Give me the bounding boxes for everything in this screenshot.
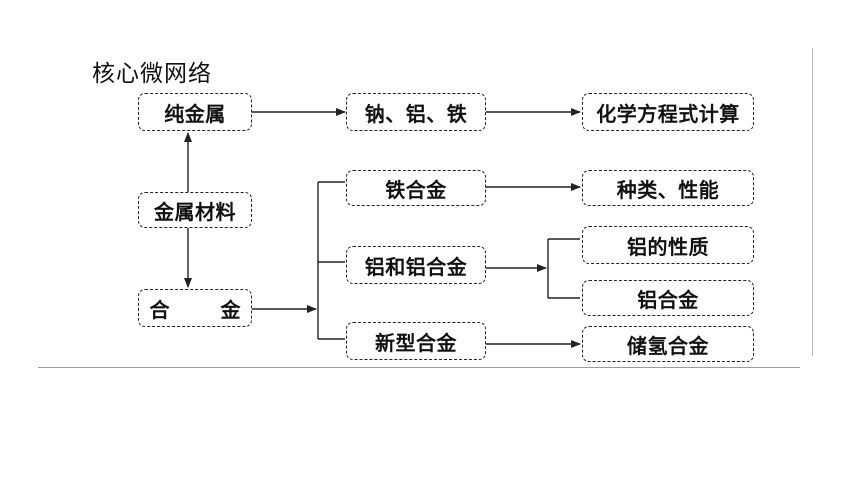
bottom-divider xyxy=(38,367,800,368)
node-hydrogen-storage: 储氢合金 xyxy=(582,326,754,362)
node-new-alloy: 新型合金 xyxy=(346,322,486,360)
node-al-and-alloy: 铝和铝合金 xyxy=(346,246,486,284)
node-alloy: 合 金 xyxy=(138,289,252,327)
diagram-title: 核心微网络 xyxy=(92,61,212,87)
right-edge-line xyxy=(812,48,813,356)
node-al-props: 铝的性质 xyxy=(582,226,754,264)
node-al-alloy: 铝合金 xyxy=(582,280,754,316)
node-na-al-fe: 钠、铝、铁 xyxy=(346,93,486,131)
node-iron-alloy: 铁合金 xyxy=(346,170,486,206)
node-metal-material: 金属材料 xyxy=(138,192,252,228)
node-pure-metal: 纯金属 xyxy=(138,93,252,131)
node-types-props: 种类、性能 xyxy=(582,170,754,206)
node-formula-calc: 化学方程式计算 xyxy=(582,93,754,131)
